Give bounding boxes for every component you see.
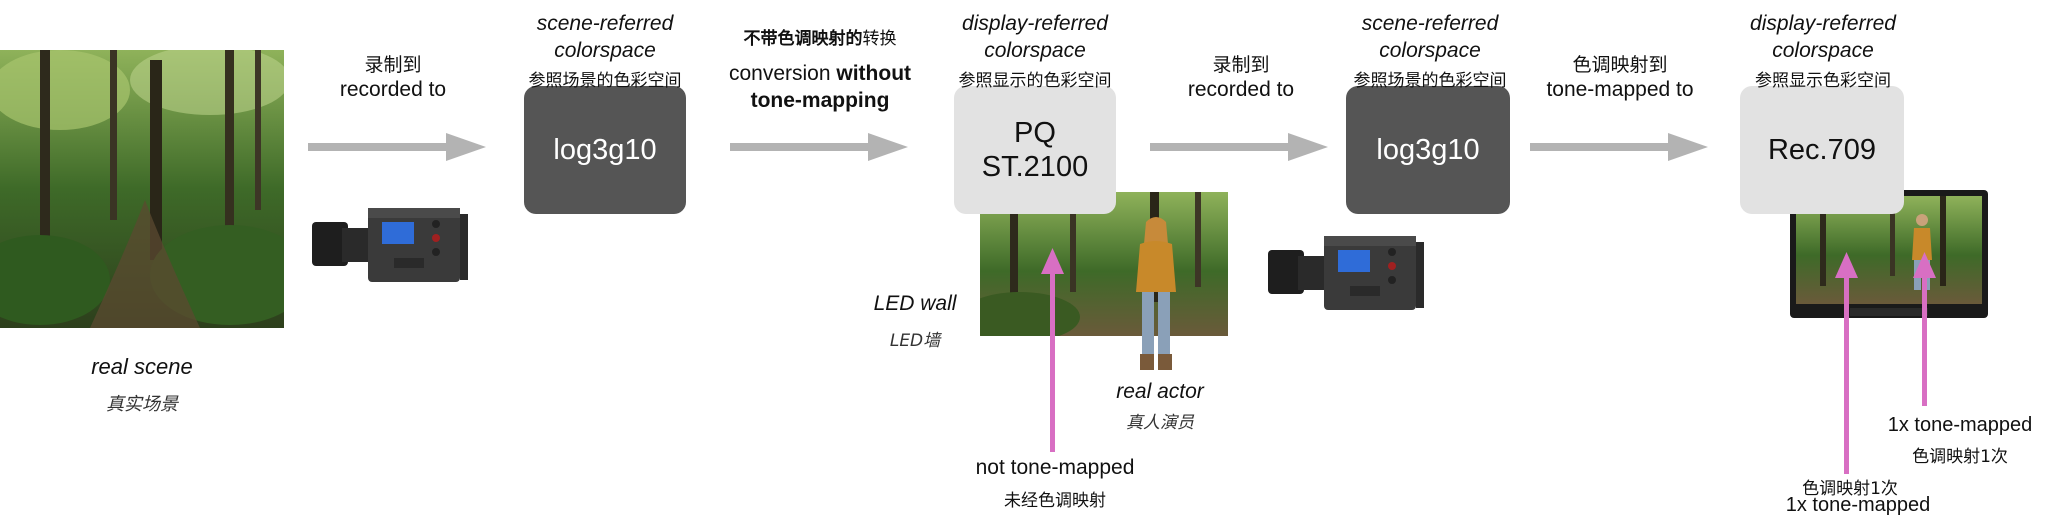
- flow-arrow: [308, 133, 486, 161]
- colorspace-box-pq: PQ ST.2100: [954, 86, 1116, 214]
- box-label: Rec.709: [1767, 134, 1876, 166]
- colorspace-title-cn: 参照场景的色彩空间: [528, 71, 682, 91]
- camera-icon: [312, 208, 468, 282]
- colorspace-box-log3g10: log3g10: [1346, 86, 1510, 214]
- step-label-cn: 录制到: [1212, 54, 1270, 76]
- conversion-label: conversion without: [690, 62, 950, 86]
- step-label-cn: 录制到: [364, 54, 422, 76]
- box-label-line1: PQ: [1014, 117, 1056, 149]
- tone-mapped-label: 1x tone-mapped: [1785, 494, 1931, 516]
- real-actor-label: real actor: [1116, 380, 1204, 403]
- led-wall-label-cn: LED墙: [889, 331, 941, 351]
- tone-mapped-label-cn: 色调映射1次: [1802, 479, 1898, 499]
- tone-mapped-label: 1x tone-mapped: [1887, 414, 2033, 436]
- colorspace-title-cn: 参照显示色彩空间: [1755, 71, 1891, 91]
- conversion-label-part: conversion: [728, 62, 831, 85]
- colorspace-title-cn: 参照显示的色彩空间: [958, 71, 1112, 91]
- colorspace-box-log3g10: log3g10: [524, 86, 686, 214]
- colorspace-title: colorspace: [1379, 39, 1481, 62]
- real-scene-label: real scene: [91, 354, 193, 379]
- step-label: tone-mapped to: [1546, 78, 1694, 101]
- flow-arrow: [730, 133, 908, 161]
- colorspace-title: scene-referred: [1361, 12, 1499, 35]
- forest-scene-image: [0, 50, 284, 328]
- conversion-label-bold: without: [836, 62, 912, 85]
- box-label: log3g10: [553, 134, 657, 166]
- colorspace-title-cn: 参照场景的色彩空间: [1353, 71, 1507, 91]
- colorspace-title: colorspace: [1772, 39, 1874, 62]
- real-actor-label-cn: 真人演员: [1126, 413, 1194, 433]
- colorspace-title: scene-referred: [536, 12, 674, 35]
- camera-icon: [1268, 236, 1424, 310]
- not-tone-mapped-label-cn: 未经色调映射: [1004, 491, 1106, 511]
- colorspace-title: display-referred: [1750, 12, 1896, 35]
- box-label: log3g10: [1376, 134, 1480, 166]
- step-label: recorded to: [339, 78, 447, 101]
- colorspace-box-rec709: Rec.709: [1740, 86, 1904, 214]
- colorspace-title: colorspace: [984, 39, 1086, 62]
- conversion-label-part: tone-mapping: [750, 89, 890, 112]
- conversion-label-cn-rest: 转换: [862, 29, 897, 49]
- led-wall-label: LED wall: [873, 292, 957, 315]
- actor-figure: [1136, 217, 1176, 370]
- flow-arrow: [1150, 133, 1328, 161]
- not-tone-mapped-label: not tone-mapped: [975, 456, 1135, 479]
- pink-arrow: [1041, 248, 1064, 452]
- conversion-label-cn-bold: 不带色调映射的: [743, 29, 863, 49]
- colorspace-title: display-referred: [962, 12, 1108, 35]
- conversion-label: tone-mapping: [690, 89, 950, 113]
- conversion-label-cn: 不带色调映射的转换: [690, 24, 950, 49]
- pink-arrow: [1835, 252, 1858, 474]
- monitor-image: [1790, 190, 1988, 318]
- real-scene-label-cn: 真实场景: [106, 394, 178, 415]
- flow-arrow: [1530, 133, 1708, 161]
- box-label-line2: ST.2100: [981, 151, 1089, 183]
- colorspace-title: colorspace: [554, 39, 656, 62]
- step-label: recorded to: [1187, 78, 1295, 101]
- step-label-cn: 色调映射到: [1572, 54, 1668, 76]
- tone-mapped-label-cn: 色调映射1次: [1912, 447, 2008, 467]
- pink-arrow: [1913, 252, 1936, 406]
